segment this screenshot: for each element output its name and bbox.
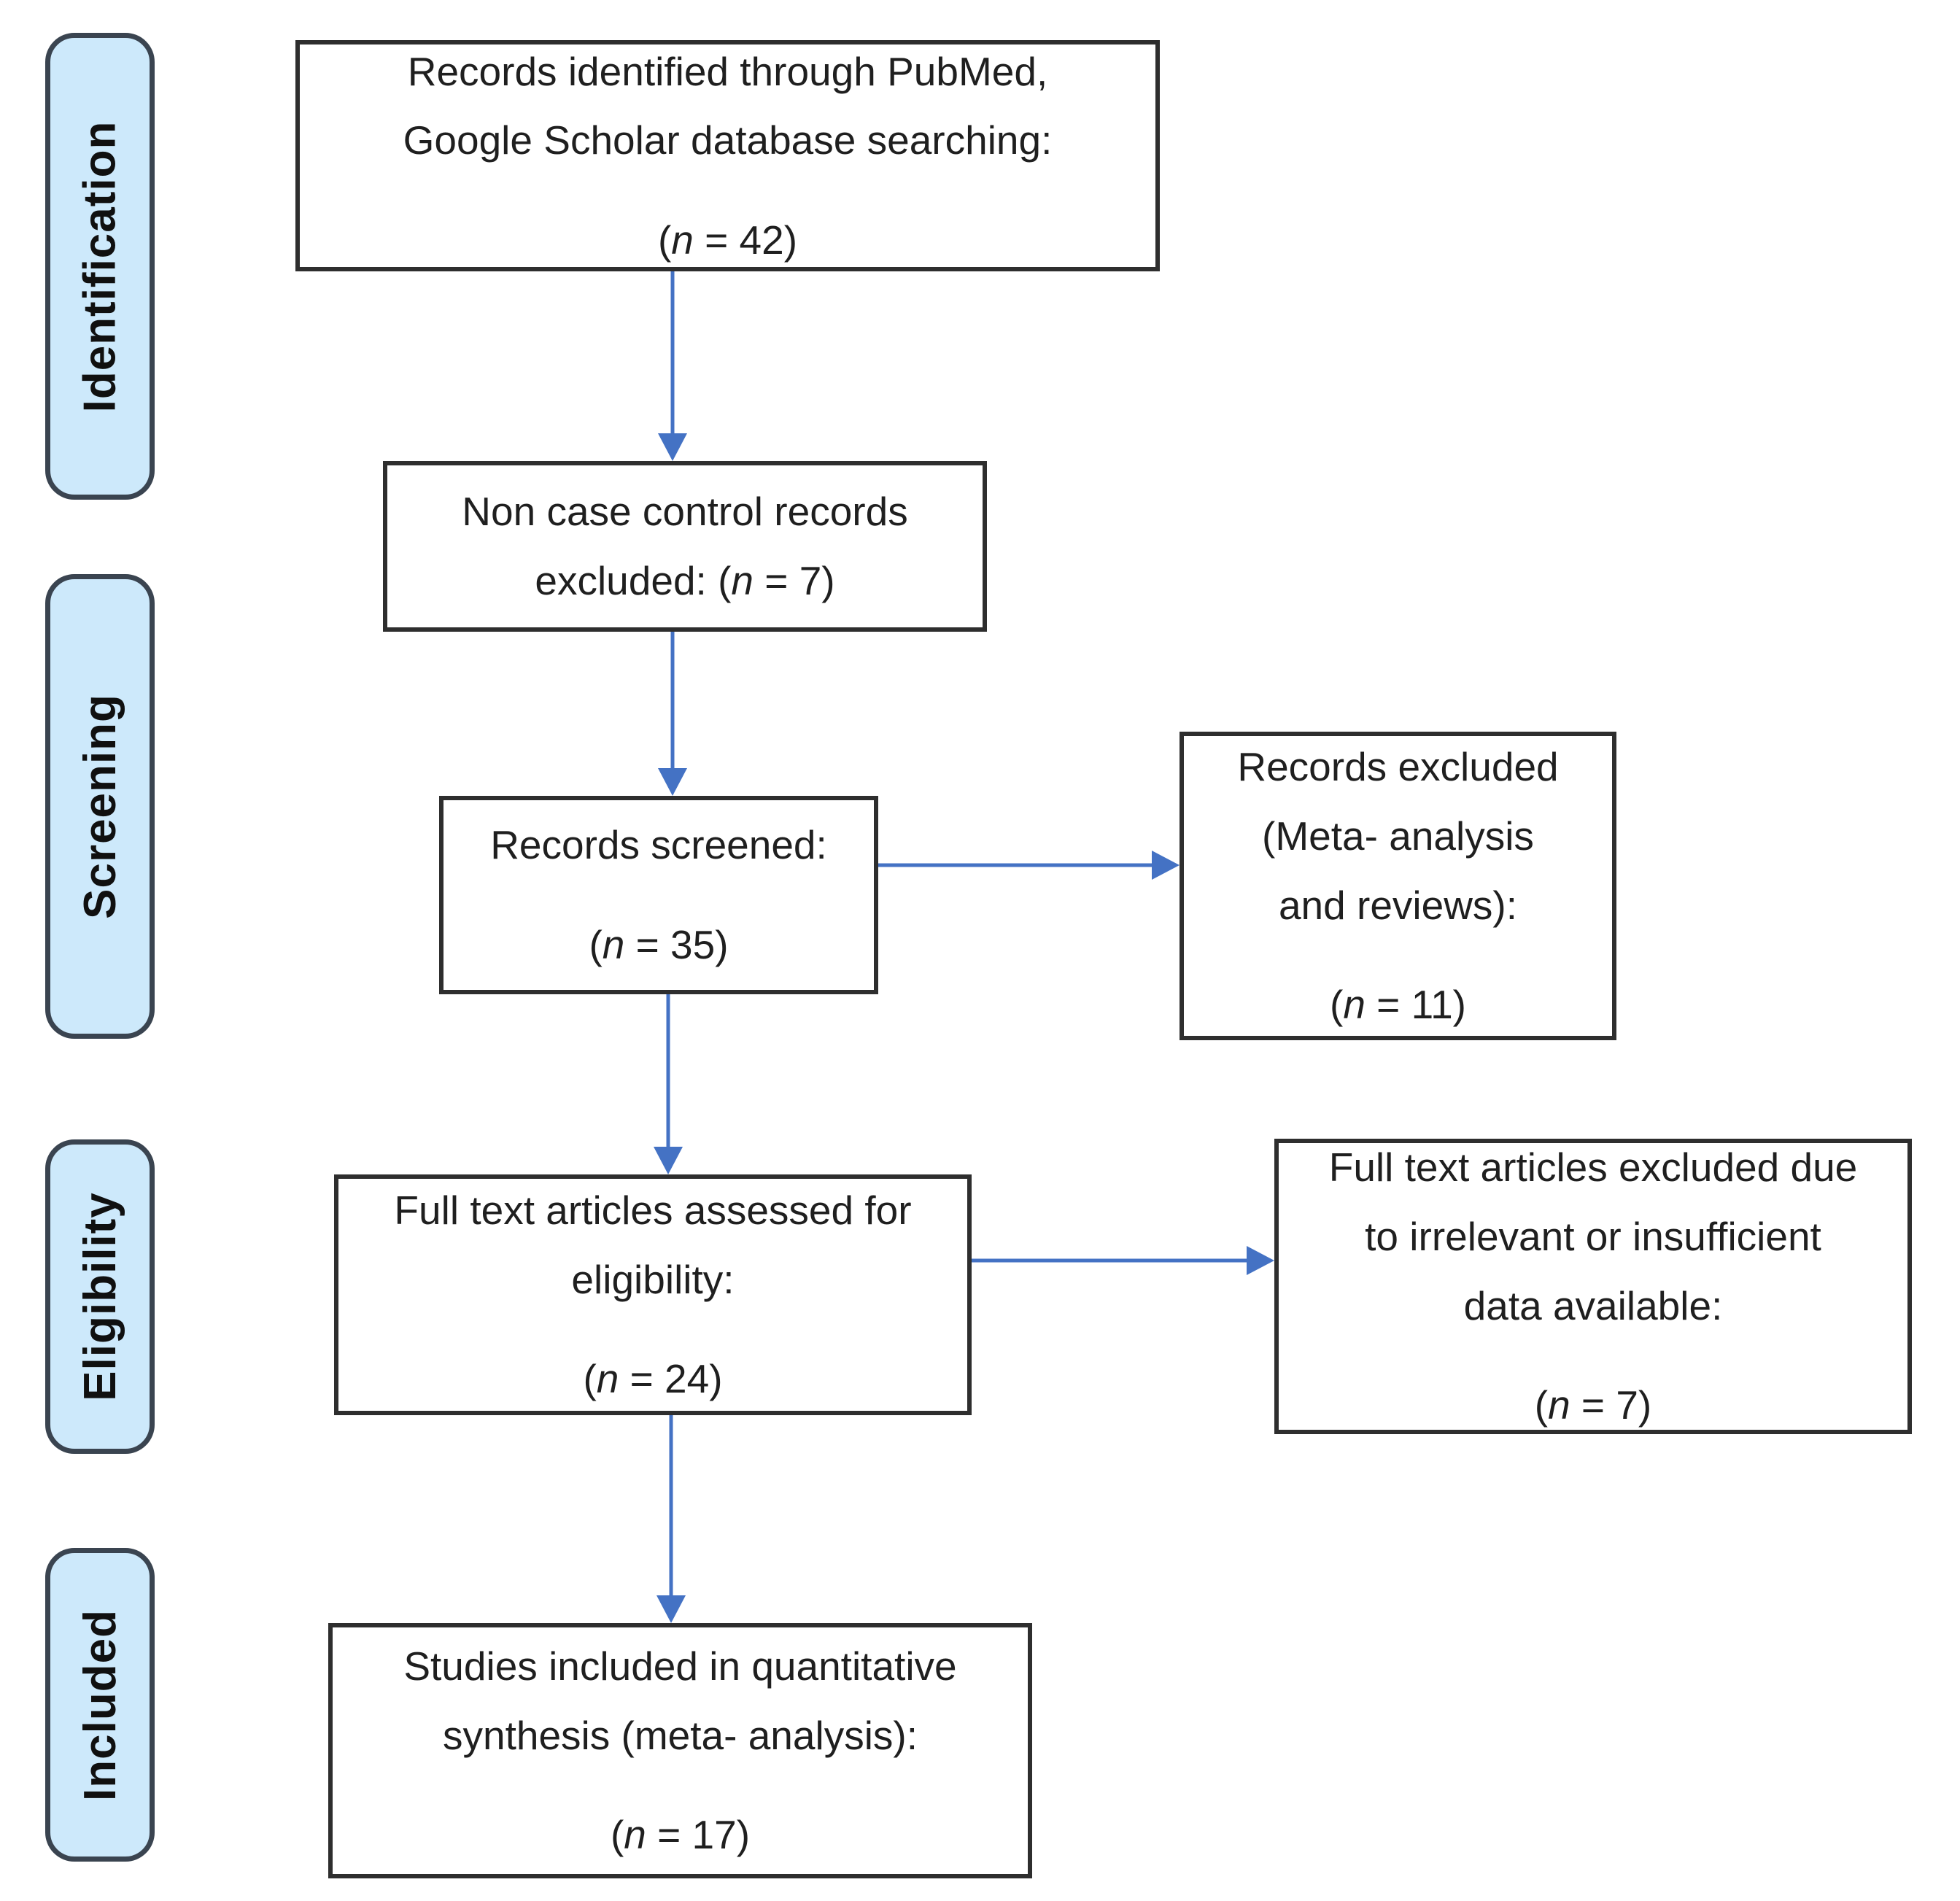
- count-line: excluded: (n = 7): [535, 558, 835, 603]
- flow-box-non-case-control-excluded: Non case control records excluded: (n = …: [383, 461, 987, 632]
- box-text-line: Full text articles assessed for: [394, 1188, 912, 1234]
- box-text-line: and reviews):: [1278, 882, 1518, 928]
- box-text-line: Records screened:: [490, 822, 827, 868]
- stage-included: Included: [45, 1548, 155, 1862]
- stage-eligibility: Eligibility: [45, 1139, 155, 1454]
- flow-box-records-identified: Records identified through PubMed, Googl…: [295, 40, 1160, 271]
- count-line: (n = 24): [583, 1356, 723, 1402]
- box-text-line: data available:: [1463, 1282, 1723, 1328]
- box-text-line: Records excluded: [1237, 744, 1559, 790]
- flow-box-included-synthesis: Studies included in quantitative synthes…: [328, 1623, 1032, 1878]
- flow-box-records-screened: Records screened: (n = 35): [439, 796, 878, 994]
- box-text-line: Non case control records: [462, 489, 908, 535]
- box-text-line: Google Scholar database searching:: [403, 117, 1053, 163]
- arrow-identified-to-noncase-icon: [658, 271, 687, 461]
- arrow-fulltext-to-excluded-icon: [972, 1246, 1274, 1275]
- arrow-noncase-to-screened-icon: [658, 632, 687, 796]
- box-text-line: Full text articles excluded due: [1328, 1145, 1858, 1190]
- n-variable: n: [596, 1356, 619, 1402]
- n-variable: n: [624, 1812, 646, 1858]
- n-variable: n: [731, 558, 754, 603]
- count-line: (n = 17): [610, 1812, 751, 1858]
- n-variable: n: [602, 922, 625, 967]
- stage-identification: Identification: [45, 33, 155, 500]
- count-line: (n = 42): [657, 217, 798, 263]
- box-text-line: to irrelevant or insufficient: [1365, 1213, 1821, 1259]
- count-line: (n = 7): [1534, 1382, 1652, 1428]
- n-variable: n: [1343, 982, 1366, 1028]
- flow-box-fulltext-excluded: Full text articles excluded due to irrel…: [1274, 1139, 1912, 1434]
- count-line: (n = 11): [1329, 982, 1466, 1028]
- stage-label: Identification: [74, 120, 125, 412]
- box-text-line: Studies included in quantitative: [403, 1643, 957, 1689]
- box-text-line: eligibility:: [571, 1256, 735, 1302]
- box-text-line: (Meta- analysis: [1262, 813, 1534, 859]
- box-text-line: synthesis (meta- analysis):: [442, 1712, 918, 1758]
- stage-label: Eligibility: [74, 1192, 125, 1401]
- flow-box-fulltext-assessed: Full text articles assessed for eligibil…: [334, 1174, 972, 1415]
- count-line: (n = 35): [589, 922, 729, 967]
- n-variable: n: [671, 217, 694, 263]
- n-variable: n: [1548, 1382, 1570, 1428]
- stage-label: Included: [74, 1608, 125, 1801]
- stage-label: Screening: [74, 694, 125, 919]
- arrow-fulltext-to-included-icon: [656, 1415, 686, 1623]
- box-text-line: Records identified through PubMed,: [407, 48, 1048, 94]
- arrow-screened-to-excluded-icon: [878, 851, 1180, 880]
- flow-box-records-excluded: Records excluded (Meta- analysis and rev…: [1180, 732, 1616, 1040]
- arrow-screened-to-fulltext-icon: [654, 994, 683, 1174]
- stage-screening: Screening: [45, 574, 155, 1039]
